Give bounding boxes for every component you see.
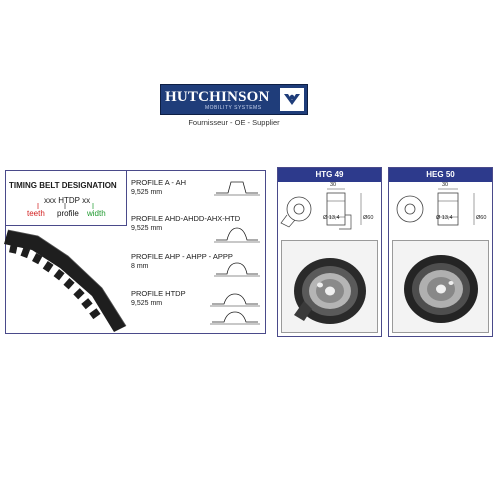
profile-ahd-pitch: 9,525 mm (131, 225, 163, 232)
profile-ahp-shape (214, 262, 260, 277)
designation-title: TIMING BELT DESIGNATION (9, 181, 117, 190)
htg49-outer-dim: Ø60 (363, 215, 374, 221)
designation-pointer-lines (37, 203, 94, 209)
kit-panel-heg50: HEG 50 (388, 167, 493, 337)
brand-emblem-icon (280, 88, 304, 111)
brand-logo: HUTCHINSON MOBILITY SYSTEMS (160, 84, 308, 115)
profile-ahd-shape (214, 227, 260, 243)
htg49-technical-drawing (280, 188, 362, 230)
label-width: width (87, 209, 106, 218)
brand-name: HUTCHINSON (165, 89, 270, 105)
brand-tagline: Fournisseur - OE - Supplier (188, 118, 280, 127)
kit-title-htg49: HTG 49 (278, 168, 381, 182)
htg49-photo (281, 240, 378, 333)
heg50-technical-drawing (396, 188, 475, 226)
htg49-bore-dim: Ø 13,4 (323, 215, 340, 221)
idler-pulley-icon (404, 255, 478, 323)
profile-htdp-pitch: 9,525 mm (131, 300, 163, 307)
heg50-bore-dim: Ø 13,4 (436, 215, 453, 221)
profile-ahp-name: PROFILE AHP - AHPP - APPP (131, 252, 233, 261)
heg50-photo (392, 240, 489, 333)
label-teeth: teeth (27, 209, 45, 218)
brand-subtitle: MOBILITY SYSTEMS (205, 105, 262, 111)
designation-box (5, 170, 127, 226)
profile-a-pitch: 9,525 mm (131, 189, 163, 196)
profile-a-shape (214, 181, 260, 196)
heg50-outer-dim: Ø60 (476, 215, 487, 221)
profile-a-name: PROFILE A - AH (131, 178, 187, 187)
tensioner-pulley-icon (294, 258, 366, 324)
kit-panel-htg49: HTG 49 (277, 167, 382, 337)
designation-code: xxx HTDP xx (44, 196, 91, 205)
label-profile: profile (57, 209, 79, 218)
heg50-width-dim: 30 (442, 182, 449, 188)
htg49-width-dim: 30 (330, 182, 337, 188)
profile-htdp-shape (210, 293, 260, 325)
profile-htdp-name: PROFILE HTDP (131, 289, 186, 298)
profile-ahp-pitch: 8 mm (131, 263, 149, 270)
designation-panel (5, 170, 266, 334)
kit-title-heg50: HEG 50 (389, 168, 492, 182)
profile-ahd-name: PROFILE AHD-AHDD-AHX-HTD (131, 214, 241, 223)
timing-belt-illustration (4, 229, 127, 332)
